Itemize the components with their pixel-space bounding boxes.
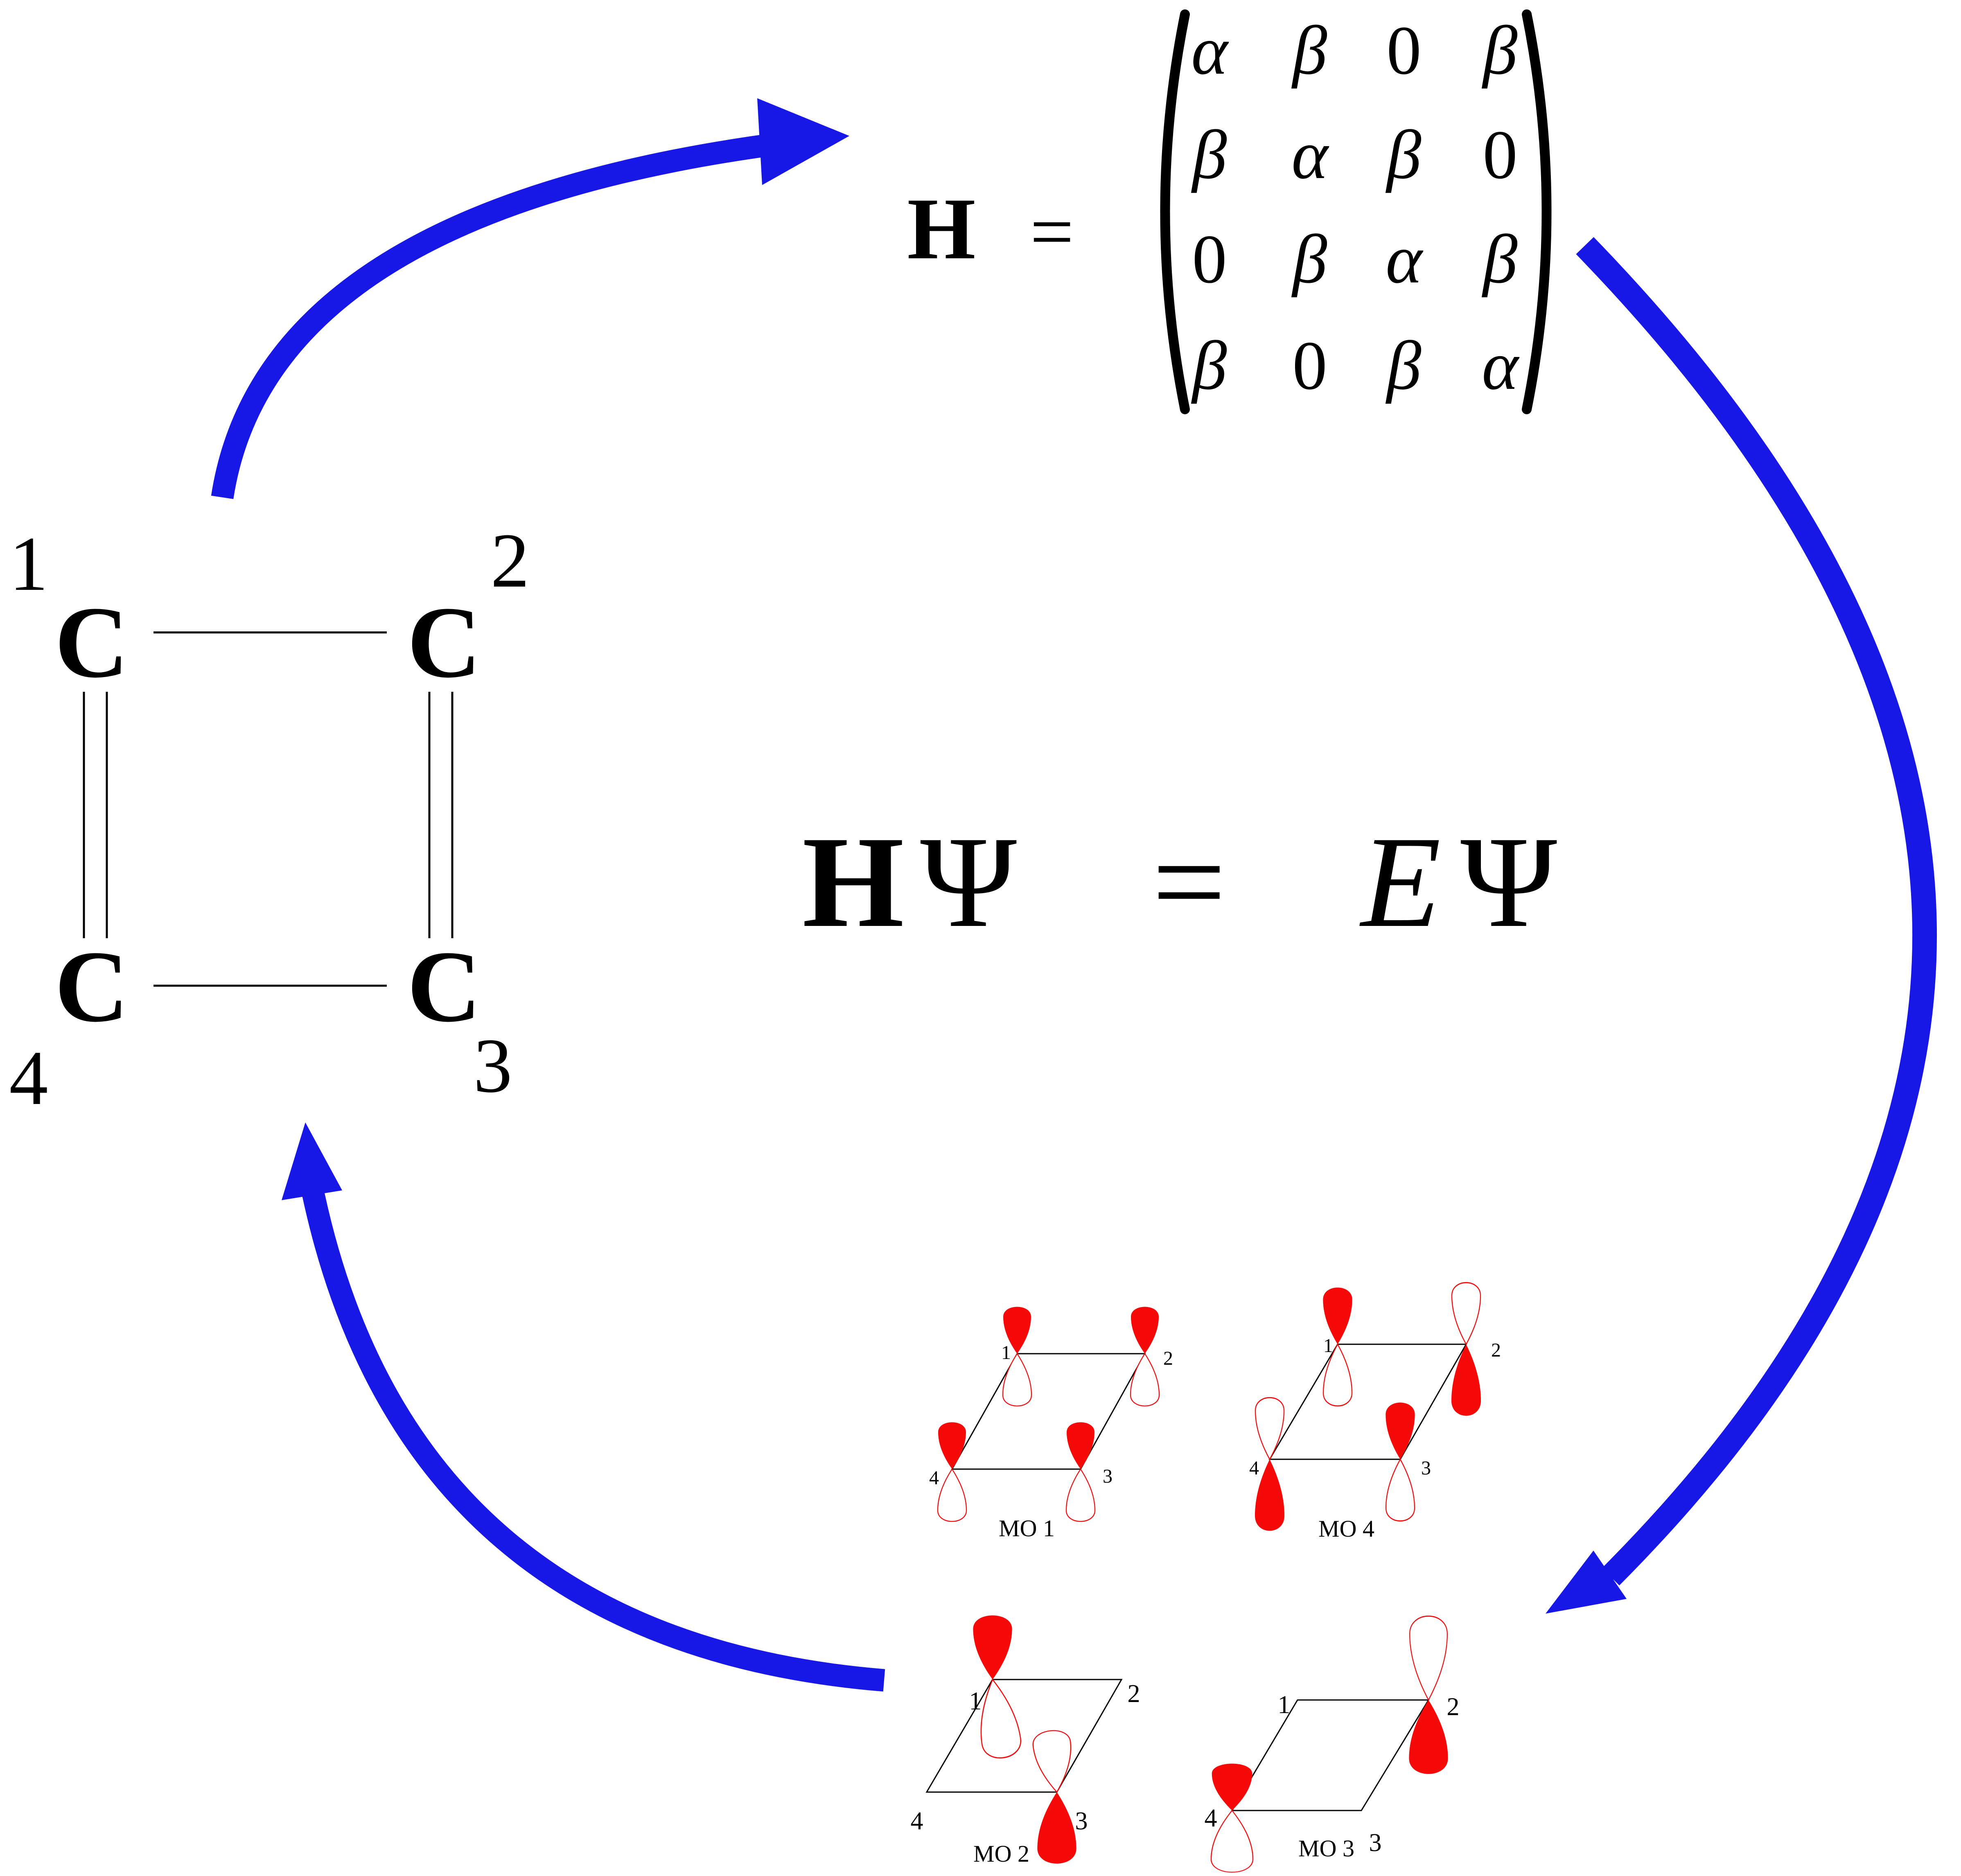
atom-number-4: 4 [9, 1035, 48, 1121]
p-orbital-lobe-empty [1255, 1397, 1285, 1460]
mo-diagram-3: 1 2 3 4 MO 3 [1205, 1615, 1460, 1873]
matrix-cell-r3c3: α [1386, 221, 1424, 298]
mo2-label: MO 2 [973, 1840, 1029, 1867]
mo2-vertex-number-2: 2 [1128, 1680, 1140, 1708]
mo4-vertex-number-3: 3 [1421, 1457, 1431, 1479]
matrix-cell-r1c1: α [1191, 12, 1229, 89]
equation-equals-sign: = [1152, 810, 1226, 955]
equation-psi-right: Ψ [1460, 810, 1559, 955]
mo4-label: MO 4 [1318, 1515, 1374, 1542]
p-orbital-lobe-filled [973, 1615, 1012, 1680]
mo3-ring-parallelogram [1231, 1699, 1430, 1811]
p-orbital-lobe-filled [1212, 1763, 1252, 1811]
matrix-cell-r1c3: 0 [1387, 12, 1422, 89]
arrowhead-matrix-to-mos-icon [1546, 1551, 1627, 1614]
mo2-vertex-number-3: 3 [1075, 1807, 1088, 1835]
mo1-vertex-number-1: 1 [1001, 1342, 1011, 1364]
mo-diagram-4: 1 2 3 4 MO 4 [1249, 1282, 1501, 1542]
mo4-ring-parallelogram [1268, 1343, 1467, 1460]
arrow-mos-to-molecule-icon [302, 1191, 885, 1692]
mo1-vertex-number-3: 3 [1103, 1465, 1113, 1487]
matrix-paren-left [1160, 9, 1190, 414]
mo3-vertex-number-3: 3 [1369, 1829, 1382, 1857]
mo1-label: MO 1 [999, 1515, 1055, 1542]
carbon-atom-2: C [407, 586, 481, 699]
p-orbital-lobe-empty [1210, 1810, 1254, 1873]
matrix-paren-right [1522, 9, 1552, 414]
atom-number-3: 3 [474, 1023, 512, 1109]
matrix-cell-r1c4: β [1482, 12, 1518, 89]
mo3-vertex-number-2: 2 [1447, 1693, 1460, 1721]
equation-energy: E [1359, 810, 1441, 955]
p-orbital-lobe-empty [1065, 1468, 1096, 1522]
molecule-cyclobutadiene: C C C C 1 2 3 4 [9, 518, 530, 1121]
hamiltonian-symbol: H [907, 180, 975, 278]
p-orbital-lobe-filled [1255, 1459, 1285, 1531]
matrix-cell-r4c2: 0 [1293, 327, 1327, 404]
mo4-vertex-number-2: 2 [1491, 1339, 1501, 1361]
equation-hamiltonian: H [802, 810, 904, 955]
p-orbital-lobe-empty [1385, 1458, 1415, 1522]
matrix-cell-r4c3: β [1386, 327, 1422, 404]
p-orbital-lobe-filled [1451, 1344, 1481, 1416]
eigenvalue-equation: H Ψ = E Ψ [802, 810, 1559, 955]
matrix-equals-sign: = [1030, 189, 1074, 275]
mo1-vertex-number-2: 2 [1163, 1348, 1173, 1369]
matrix-cell-r3c4: β [1482, 221, 1518, 298]
mo1-ring-parallelogram [951, 1353, 1146, 1470]
equation-psi-left: Ψ [920, 810, 1018, 955]
matrix-cell-r2c2: α [1291, 116, 1329, 193]
cycle-arrows [211, 98, 1937, 1692]
matrix-cell-r1c2: β [1291, 12, 1327, 89]
matrix-cell-r4c4: α [1482, 327, 1520, 404]
matrix-cell-r2c1: β [1191, 116, 1227, 193]
atom-number-1: 1 [9, 521, 48, 607]
mo3-vertex-number-4: 4 [1205, 1804, 1217, 1832]
atom-number-2: 2 [491, 518, 530, 604]
mo-diagram-2: 1 2 3 4 MO 2 [911, 1615, 1140, 1867]
arrowhead-molecule-to-matrix-icon [757, 98, 849, 185]
arrow-matrix-to-mos-icon [1576, 237, 1937, 1586]
p-orbital-lobe-filled [1386, 1402, 1415, 1459]
p-orbital-lobe-empty [1130, 1353, 1160, 1406]
mo4-vertex-number-1: 1 [1323, 1335, 1333, 1357]
hamiltonian-matrix-equation: H = α β 0 β β α β 0 0 β α β β 0 β α [907, 9, 1552, 414]
matrix-cell-r3c1: 0 [1192, 221, 1227, 298]
p-orbital-lobe-filled [1067, 1422, 1094, 1469]
mo-diagram-1: 1 2 3 4 MO 1 [929, 1307, 1173, 1542]
p-orbital-lobe-empty [1031, 1728, 1076, 1795]
mo4-vertex-number-4: 4 [1249, 1457, 1259, 1479]
arrowhead-mos-to-molecule-icon [282, 1122, 342, 1200]
p-orbital-lobe-filled [938, 1422, 966, 1469]
mo2-vertex-number-1: 1 [969, 1687, 982, 1715]
mo2-vertex-number-4: 4 [911, 1807, 923, 1835]
p-orbital-lobe-empty [1409, 1615, 1448, 1701]
p-orbital-lobe-filled [1131, 1307, 1159, 1354]
p-orbital-lobe-filled [1037, 1792, 1076, 1864]
carbon-atom-1: C [55, 586, 129, 699]
arrow-molecule-to-matrix-icon [211, 133, 777, 499]
matrix-cell-r2c4: 0 [1483, 116, 1518, 193]
mo3-vertex-number-1: 1 [1278, 1691, 1291, 1719]
p-orbital-lobe-empty [937, 1468, 967, 1522]
mo1-vertex-number-4: 4 [929, 1467, 939, 1489]
carbon-atom-4: C [55, 930, 129, 1043]
matrix-cell-r2c3: β [1386, 116, 1422, 193]
matrix-cell-r3c2: β [1291, 221, 1327, 298]
p-orbital-lobe-empty [1451, 1282, 1481, 1345]
mo3-label: MO 3 [1298, 1835, 1354, 1862]
carbon-atom-3: C [407, 930, 481, 1043]
p-orbital-lobe-filled [1409, 1700, 1448, 1774]
matrix-cell-r4c1: β [1191, 327, 1227, 404]
mo2-ring-parallelogram [925, 1679, 1123, 1793]
